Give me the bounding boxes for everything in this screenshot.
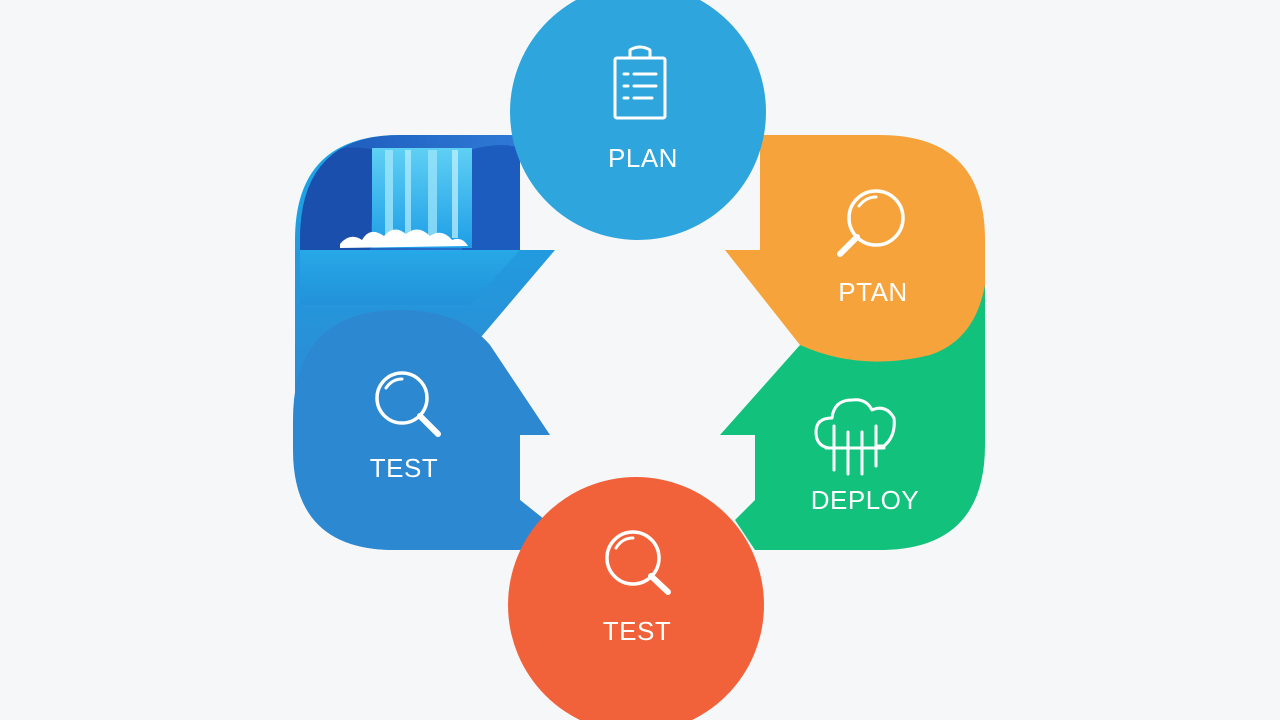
waterfall-pool (300, 250, 520, 305)
cloud-icon (814, 398, 896, 476)
stage-label: DEPLOY (811, 485, 920, 515)
stage-green (720, 285, 985, 550)
magnifier-icon (837, 189, 905, 257)
stage-label: TEST (603, 616, 671, 646)
stage-label: TEST (370, 453, 438, 483)
stage-bottom (508, 477, 764, 720)
clipboard-icon (613, 45, 667, 120)
stage-label: PLAN (608, 143, 678, 173)
stage-label: PTAN (838, 277, 907, 307)
magnifier-icon (375, 371, 441, 437)
waterfall-illustration (300, 135, 520, 250)
magnifier-icon (605, 530, 671, 595)
stage-orange (725, 135, 985, 368)
stage-top (510, 0, 766, 240)
stage-left (293, 310, 550, 550)
